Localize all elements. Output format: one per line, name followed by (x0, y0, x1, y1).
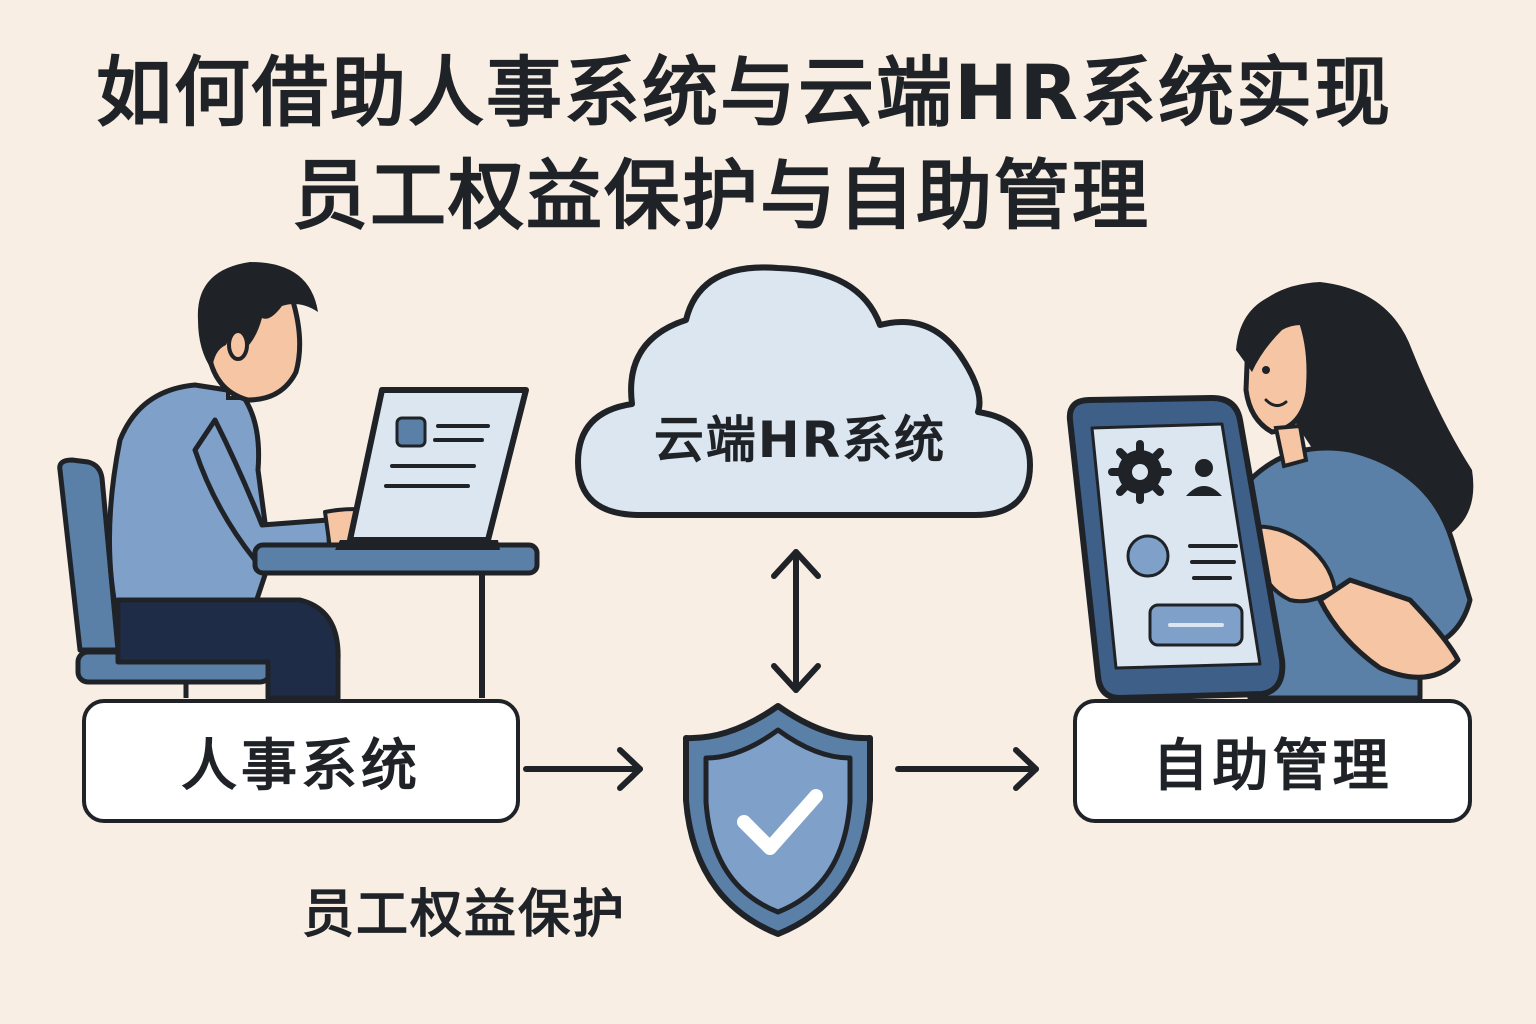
cloud-shape (575, 264, 1033, 518)
employee-rights-label: 员工权益保护 (302, 885, 627, 945)
arrow-right-icon-2 (895, 747, 1039, 791)
title-line-2: 员工权益保护与自助管理 (292, 151, 1150, 240)
bidirectional-arrow-icon (771, 549, 821, 693)
hr-system-box: 人事系统 (82, 699, 520, 823)
title-line-1: 如何借助人事系统与云端HR系统实现 (96, 48, 1393, 137)
cloud-hr-system-label: 云端HR系统 (653, 411, 947, 469)
hr-system-label: 人事系统 (181, 733, 421, 799)
arrow-right-icon (523, 747, 643, 791)
self-service-label: 自助管理 (1152, 733, 1393, 799)
self-service-box: 自助管理 (1073, 699, 1472, 823)
shield-check-icon (683, 703, 873, 937)
man-at-laptop-illustration (57, 262, 540, 701)
woman-with-tablet-illustration (1066, 282, 1474, 701)
